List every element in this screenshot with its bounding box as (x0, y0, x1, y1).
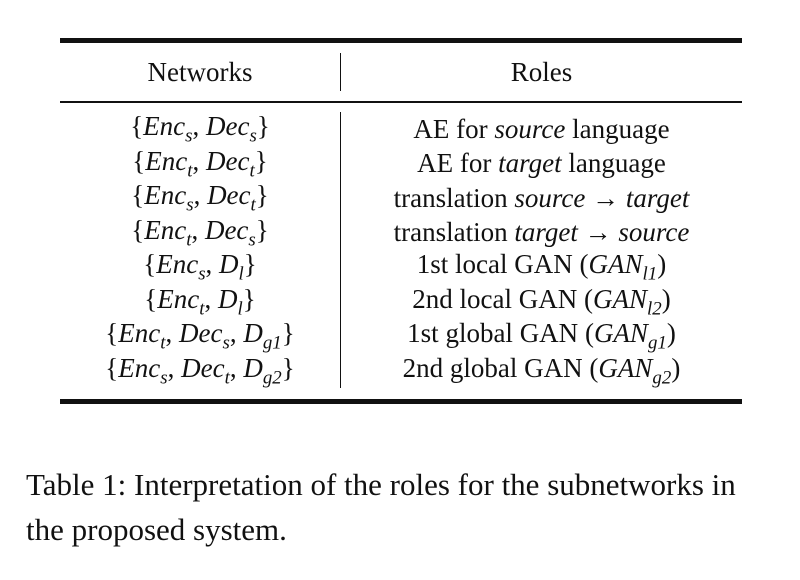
column-separator (340, 353, 341, 388)
header-networks: Networks (147, 56, 253, 87)
table-header-row: Networks Roles (60, 43, 742, 101)
roles-cell: 2nd global GAN (GANg2) (402, 352, 681, 388)
roles-table: Networks Roles {Encs, Decs} AE for source… (60, 38, 742, 404)
table-row: {Encs, Decs} AE for source language (60, 111, 742, 147)
roles-cell: translation target → source (393, 217, 690, 248)
table-row: {Encs, Dl} 1st local GAN (GANl1) (60, 249, 742, 285)
table-body: {Encs, Decs}AE for source language{Enct,… (60, 103, 742, 399)
column-separator (340, 146, 341, 181)
networks-cell: {Encs, Dect} (131, 180, 269, 216)
table-row: {Enct, Decs} translation target → source (60, 214, 742, 250)
header-roles: Roles (510, 56, 573, 87)
column-separator (340, 53, 341, 91)
roles-cell: 2nd local GAN (GANl2) (412, 283, 671, 319)
column-separator (340, 319, 341, 354)
networks-cell: {Encs, Decs} (130, 111, 270, 147)
networks-cell: {Encs, Dl} (143, 249, 257, 285)
table-row: {Enct, Dect} AE for target language (60, 145, 742, 181)
table-row: {Enct, Dl} 2nd local GAN (GANl2) (60, 283, 742, 319)
column-separator (340, 112, 341, 147)
table-caption: Table 1: Interpretation of the roles for… (26, 467, 736, 547)
networks-cell: {Enct, Dl} (144, 283, 256, 319)
column-separator (340, 284, 341, 319)
networks-cell: {Enct, Decs} (131, 214, 269, 250)
roles-cell: 1st global GAN (GANg1) (407, 318, 676, 354)
roles-cell: AE for target language (417, 148, 666, 179)
roles-cell: AE for source language (413, 113, 670, 144)
column-separator (340, 250, 341, 285)
table-row: {Encs, Dect} translation source → target (60, 180, 742, 216)
networks-cell: {Encs, Dect, Dg2} (105, 352, 295, 388)
table-bottom-rule (60, 399, 742, 404)
column-separator (340, 215, 341, 250)
table-top-rule (60, 38, 742, 43)
networks-cell: {Enct, Decs, Dg1} (105, 318, 295, 354)
roles-cell: 1st local GAN (GANl1) (416, 249, 667, 285)
networks-cell: {Enct, Dect} (132, 145, 268, 181)
column-separator (340, 181, 341, 216)
roles-cell: translation source → target (393, 182, 690, 213)
table-row: {Encs, Dect, Dg2} 2nd global GAN (GANg2) (60, 352, 742, 388)
header-rule (60, 101, 742, 103)
table-row: {Enct, Decs, Dg1} 1st global GAN (GANg1) (60, 318, 742, 354)
